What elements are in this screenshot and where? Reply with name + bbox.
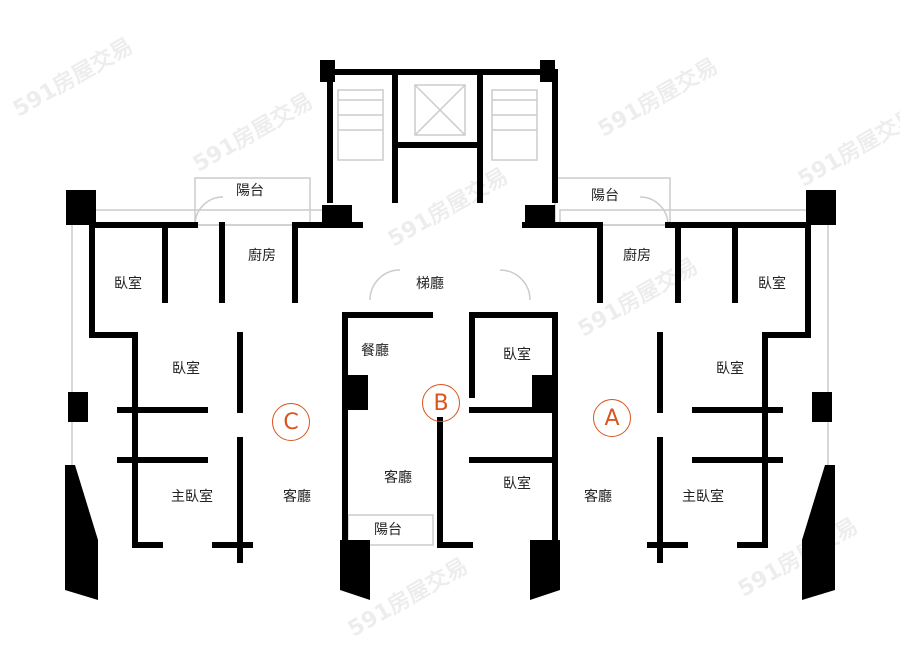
room-label: 客廳 xyxy=(283,489,311,505)
room-label: 陽台 xyxy=(591,188,619,204)
room-label: 臥室 xyxy=(114,276,142,292)
unit-marker-c: C xyxy=(272,403,310,441)
room-label: 客廳 xyxy=(384,470,412,486)
room-label: 主臥室 xyxy=(682,489,724,505)
room-label: 陽台 xyxy=(374,522,402,538)
unit-marker-a: A xyxy=(593,399,631,437)
room-label: 客廳 xyxy=(584,489,612,505)
room-label: 廚房 xyxy=(248,248,276,264)
room-label: 臥室 xyxy=(172,361,200,377)
room-label: 臥室 xyxy=(716,361,744,377)
room-label: 臥室 xyxy=(758,276,786,292)
room-label: 臥室 xyxy=(503,347,531,363)
room-label: 梯廳 xyxy=(416,276,444,292)
room-label: 廚房 xyxy=(623,248,651,264)
unit-marker-b: B xyxy=(422,384,460,422)
room-label: 陽台 xyxy=(236,183,264,199)
room-label: 臥室 xyxy=(503,476,531,492)
room-label: 餐廳 xyxy=(361,343,389,359)
room-label: 主臥室 xyxy=(171,489,213,505)
